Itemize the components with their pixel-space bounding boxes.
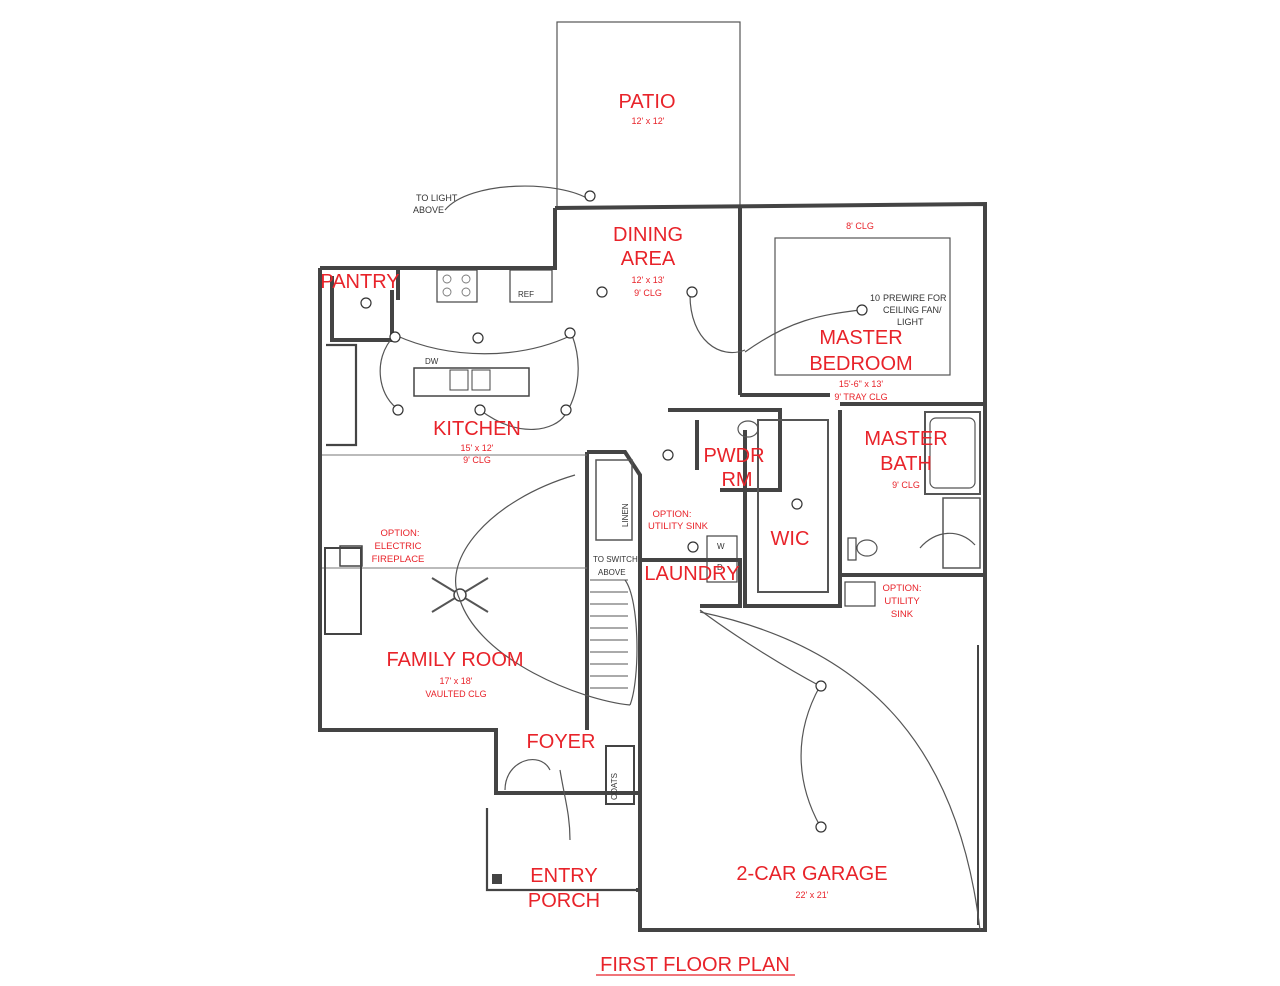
to-light-note-1: TO LIGHT — [416, 193, 458, 203]
prewire-note-1: PREWIRE FOR — [883, 293, 947, 303]
master-bedroom-clg: 9' TRAY CLG — [834, 392, 887, 402]
prewire-note-3: LIGHT — [897, 317, 924, 327]
master-top-clg: 8' CLG — [846, 221, 874, 231]
plan-title: FIRST FLOOR PLAN — [600, 954, 790, 976]
wiring — [379, 185, 981, 931]
fireplace-note-1: OPTION: — [380, 528, 419, 539]
fireplace-note-2: ELECTRIC — [375, 541, 422, 552]
utility-note-1: OPTION: — [882, 583, 921, 594]
master-bedroom-dim: 15'-6" x 13' — [839, 379, 883, 389]
garage-dim: 22' x 21' — [796, 890, 829, 900]
patio-label: PATIO — [618, 91, 675, 113]
laundry-label: LAUNDRY — [644, 563, 739, 585]
dining-label-1: DINING — [613, 224, 683, 246]
kitchen-dim: 15' x 12' — [461, 443, 494, 453]
pantry-label: PANTRY — [320, 271, 399, 293]
dining-label-2: AREA — [621, 248, 676, 270]
entry-porch-label-1: ENTRY — [530, 865, 597, 887]
family-room-clg: VAULTED CLG — [425, 689, 486, 699]
master-bath-label-2: BATH — [880, 453, 932, 475]
dryer-label: D — [717, 563, 723, 572]
switch-note-1: TO SWITCH — [593, 555, 638, 564]
family-room-label: FAMILY ROOM — [386, 649, 523, 671]
kitchen-clg: 9' CLG — [463, 455, 491, 465]
ref-label: REF — [518, 290, 534, 299]
family-room-dim: 17' x 18' — [440, 676, 473, 686]
kitchen-label: KITCHEN — [433, 418, 521, 440]
master-bath-clg: 9' CLG — [892, 480, 920, 490]
entry-porch-label-2: PORCH — [528, 890, 600, 912]
foyer-label: FOYER — [527, 731, 596, 753]
dining-dim: 12' x 13' — [632, 275, 665, 285]
linen-label: LINEN — [621, 503, 630, 527]
fan-num: 10 — [870, 293, 880, 303]
light-fixtures — [360, 190, 868, 833]
fixtures — [413, 269, 976, 689]
master-bedroom-label-2: BEDROOM — [809, 353, 912, 375]
washer-label: W — [717, 542, 725, 551]
utility-note-2: UTILITY — [884, 596, 920, 607]
master-bedroom-label-1: MASTER — [819, 327, 902, 349]
walls — [318, 21, 987, 932]
powder-label-1: PWDR — [703, 445, 764, 467]
master-bath-label-1: MASTER — [864, 428, 947, 450]
garage-label: 2-CAR GARAGE — [736, 863, 887, 885]
utility-sink-note-2: UTILITY SINK — [648, 521, 709, 532]
dw-label: DW — [425, 357, 439, 366]
to-light-note-2: ABOVE — [413, 205, 444, 215]
utility-note-3: SINK — [891, 609, 914, 620]
coats-label: COATS — [610, 773, 619, 800]
utility-sink-note-1: OPTION: — [652, 509, 691, 520]
prewire-note-2: CEILING FAN/ — [883, 305, 942, 315]
switch-note-2: ABOVE — [598, 568, 626, 577]
powder-label-2: RM — [721, 469, 752, 491]
dining-clg: 9' CLG — [634, 288, 662, 298]
patio-dim: 12' x 12' — [632, 116, 665, 126]
wic-label: WIC — [771, 528, 810, 550]
fireplace-note-3: FIREPLACE — [372, 554, 425, 565]
